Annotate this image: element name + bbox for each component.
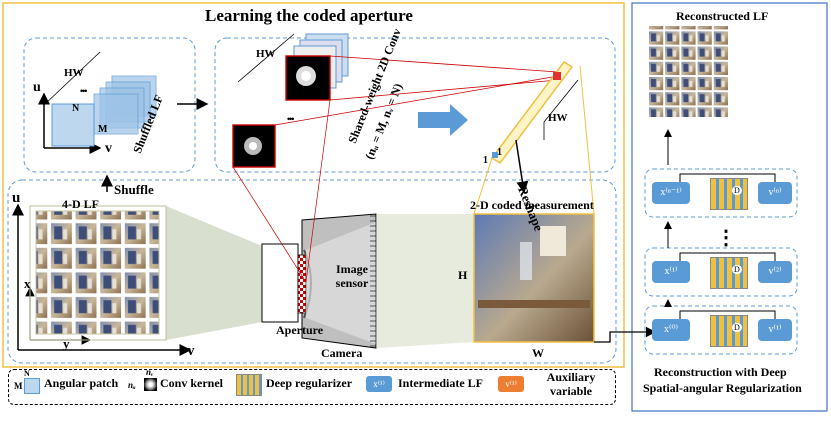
reconstructed-lf-label: Reconstructed LF — [676, 9, 769, 23]
legend-nv: nᵥ — [146, 367, 154, 377]
regularizer-d-label: D — [732, 265, 742, 274]
shuffled-dots: ••• — [80, 86, 88, 96]
deep-regularizer-block — [710, 257, 748, 289]
legend-intermediate-icon: x⁽¹⁾ — [366, 376, 392, 392]
image-sensor-ruler — [370, 214, 377, 348]
auxiliary-variable-node: v⁽¹⁾ — [758, 319, 792, 341]
reconstructed-lf-grid — [648, 26, 729, 102]
auxiliary-variable-node: v⁽ⁿ⁾ — [758, 182, 792, 204]
lf4d-label: 4-D LF — [62, 197, 99, 211]
legend-conv-kernel: Conv kernel — [160, 376, 223, 390]
camera-label: Camera — [321, 346, 363, 360]
reshape-bar — [490, 60, 574, 165]
conv-box — [214, 37, 616, 173]
shuffle-label: Shuffle — [114, 182, 154, 197]
regularizer-d-label: D — [732, 186, 742, 195]
lf-grid — [35, 210, 160, 335]
u-axis-label: u — [33, 80, 41, 95]
lf4d-v-label: v — [187, 343, 195, 359]
iteration-box-1 — [644, 247, 798, 297]
conv-dots: ••• — [287, 114, 295, 124]
lf4d-x-label: x — [24, 276, 31, 291]
legend-angular-patch-icon — [24, 378, 40, 394]
shuffled-lf-stack — [93, 75, 157, 135]
conv-hw-label: HW — [256, 48, 276, 60]
iteration-vdots: ⋮ — [716, 227, 736, 249]
flow-arrow — [418, 104, 468, 136]
coded-measurement-label: 2-D coded measurement — [470, 198, 594, 212]
intermediate-lf-node: x⁽¹⁾ — [652, 261, 690, 283]
coded-measurement-image — [473, 213, 595, 343]
auxiliary-variable-node: v⁽²⁾ — [758, 261, 792, 283]
capture-box — [7, 179, 617, 364]
right-caption-line1: Reconstruction with Deep — [654, 365, 787, 379]
shuffled-lf-box — [23, 37, 196, 173]
iteration-box-n — [644, 168, 798, 218]
legend-angular-patch: Angular patch — [44, 376, 119, 390]
aperture-label: Aperture — [276, 323, 324, 337]
patch-m-label: M — [98, 124, 108, 135]
lf4d-u-label: u — [12, 190, 21, 206]
right-caption-line2: Spatial-angular Regularization — [643, 381, 802, 395]
legend-conv-kernel-icon — [144, 378, 157, 391]
conv-kernel-small — [232, 124, 276, 168]
learning-frame — [2, 2, 625, 368]
conv-feature-stack — [285, 33, 349, 101]
reshape-one-a: 1 — [483, 155, 488, 166]
legend-m: M — [14, 381, 23, 391]
coded-aperture-mask — [297, 254, 307, 314]
lf4d-y-label: y — [63, 336, 70, 351]
deep-regularizer-block — [710, 178, 748, 210]
deep-regularizer-block — [710, 315, 748, 347]
legend-auxiliary-icon: v⁽¹⁾ — [498, 376, 524, 392]
regularizer-d-label: D — [732, 323, 742, 332]
legend-auxiliary: Auxiliary variable — [546, 370, 596, 398]
reshape-hw-label: HW — [548, 112, 568, 124]
patch-n-label: N — [72, 103, 80, 114]
legend-n: N — [24, 369, 30, 378]
reshape-one-b: 1 — [497, 147, 502, 158]
iteration-box-0 — [644, 305, 798, 355]
legend-deep-regularizer: Deep regularizer — [266, 376, 353, 390]
coded-h-label: H — [458, 268, 468, 282]
angular-patch — [51, 103, 95, 147]
coded-w-label: W — [532, 346, 544, 360]
reconstruction-frame — [631, 2, 828, 412]
v-axis-label: v — [105, 141, 112, 156]
intermediate-lf-node: x⁽ⁿ⁻¹⁾ — [652, 182, 690, 204]
diagram-title: Learning the coded aperture — [205, 6, 413, 25]
intermediate-lf-node: x⁽⁰⁾ — [652, 319, 690, 341]
shuffled-hw-label: HW — [64, 67, 84, 79]
legend-intermediate-lf: Intermediate LF — [398, 376, 483, 390]
legend-nu: nᵤ — [128, 380, 136, 390]
image-sensor-label: Image sensor — [335, 262, 369, 290]
camera-body — [261, 213, 377, 349]
legend — [8, 369, 616, 405]
legend-regularizer-icon — [236, 374, 262, 396]
